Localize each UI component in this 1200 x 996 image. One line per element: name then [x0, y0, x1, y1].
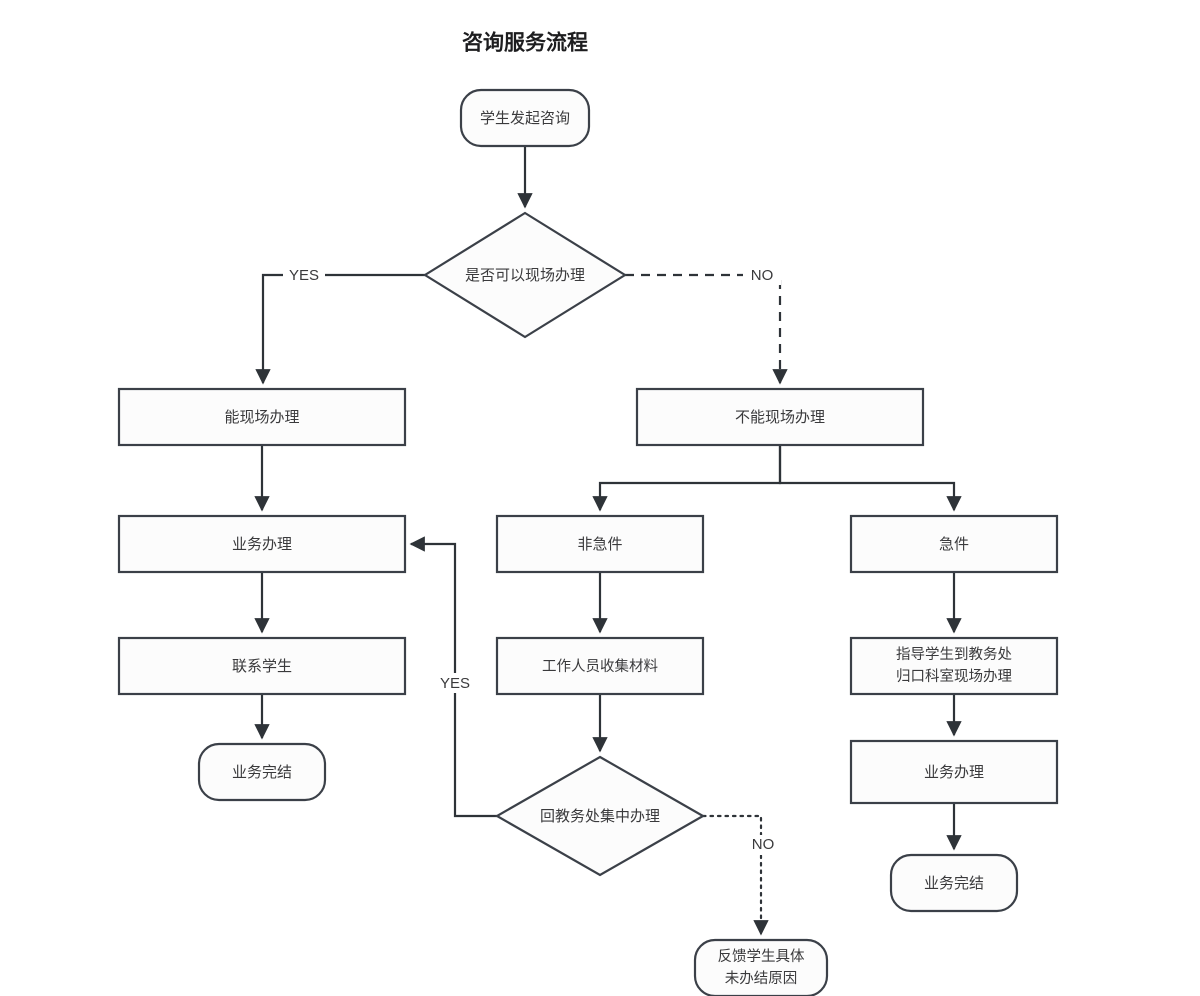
node-onsite-yes-label: 能现场办理 [224, 409, 299, 426]
edge-decision-no [625, 273, 788, 385]
node-onsite-no-shape [635, 387, 925, 447]
node-collect-shape [495, 636, 705, 696]
node-can-onsite-shape [422, 211, 628, 339]
node-guide-label-line1: 指导学生到教务处 [896, 646, 1012, 663]
node-feedback[interactable]: 反馈学生具体 未办结原因 [693, 938, 829, 996]
node-start[interactable]: 学生发起咨询 [459, 88, 591, 148]
node-back-office[interactable]: 回教务处集中办理 [494, 755, 706, 877]
node-contact-shape [117, 636, 407, 696]
node-feedback-label-line1: 反馈学生具体 [718, 948, 805, 965]
edge-label-yes2-bg [434, 673, 476, 693]
edge-label-layer: YES NO YES NO [283, 265, 782, 855]
node-guide-label-line2: 归口科室现场办理 [896, 668, 1012, 685]
node-onsite-yes-shape [117, 387, 407, 447]
node-done-right[interactable]: 业务完结 [889, 853, 1019, 913]
node-contact[interactable]: 联系学生 [117, 636, 407, 696]
node-done-right-label: 业务完结 [924, 875, 984, 892]
node-non-urgent-label: 非急件 [577, 536, 622, 553]
node-done-left-label: 业务完结 [232, 764, 292, 781]
node-done-left-shape [197, 742, 327, 802]
node-onsite-yes[interactable]: 能现场办理 [117, 387, 407, 447]
diagram-title: 咨询服务流程 [462, 31, 588, 55]
node-urgent-shape [849, 514, 1059, 574]
edge-decision-yes [255, 273, 425, 385]
node-guide[interactable]: 指导学生到教务处 归口科室现场办理 [849, 636, 1059, 696]
node-collect-label: 工作人员收集材料 [542, 658, 658, 675]
edge-label-yes-bg [283, 265, 325, 285]
node-onsite-no[interactable]: 不能现场办理 [635, 387, 925, 447]
edge-label-no2-bg [744, 835, 782, 855]
node-can-onsite[interactable]: 是否可以现场办理 [422, 211, 628, 339]
node-layer: 学生发起咨询 是否可以现场办理 能现场办理 不能现场办理 业务办理 [117, 88, 1059, 996]
node-non-urgent[interactable]: 非急件 [495, 514, 705, 574]
node-start-label: 学生发起咨询 [480, 110, 570, 127]
node-contact-label: 联系学生 [232, 658, 292, 675]
edge-no-to-urgent [778, 445, 962, 512]
edge-label-decision-no: NO [751, 267, 774, 284]
edge-label-no-bg [743, 265, 781, 285]
node-handle-left-label: 业务办理 [232, 536, 292, 553]
node-start-shape [459, 88, 591, 148]
node-handle-left[interactable]: 业务办理 [117, 514, 407, 574]
node-done-left[interactable]: 业务完结 [197, 742, 327, 802]
node-handle-right-shape [849, 739, 1059, 805]
node-onsite-no-label: 不能现场办理 [735, 409, 825, 426]
edge-label-decision-yes: YES [289, 267, 319, 284]
node-guide-shape [849, 636, 1059, 696]
node-urgent-label: 急件 [939, 536, 969, 553]
node-feedback-label-line2: 未办结原因 [725, 970, 798, 987]
edge-label-backoffice-no: NO [752, 836, 775, 853]
node-feedback-shape [693, 938, 829, 996]
node-back-office-label: 回教务处集中办理 [540, 808, 660, 825]
edge-label-backoffice-yes: YES [440, 675, 470, 692]
node-handle-right[interactable]: 业务办理 [849, 739, 1059, 805]
node-non-urgent-shape [495, 514, 705, 574]
node-can-onsite-label: 是否可以现场办理 [465, 267, 585, 284]
node-collect[interactable]: 工作人员收集材料 [495, 636, 705, 696]
edge-no-to-nonurgent [592, 445, 782, 512]
node-handle-right-label: 业务办理 [924, 764, 984, 781]
edge-backoffice-no [701, 814, 769, 936]
node-handle-left-shape [117, 514, 407, 574]
node-done-right-shape [889, 853, 1019, 913]
node-back-office-shape [494, 755, 706, 877]
node-urgent[interactable]: 急件 [849, 514, 1059, 574]
